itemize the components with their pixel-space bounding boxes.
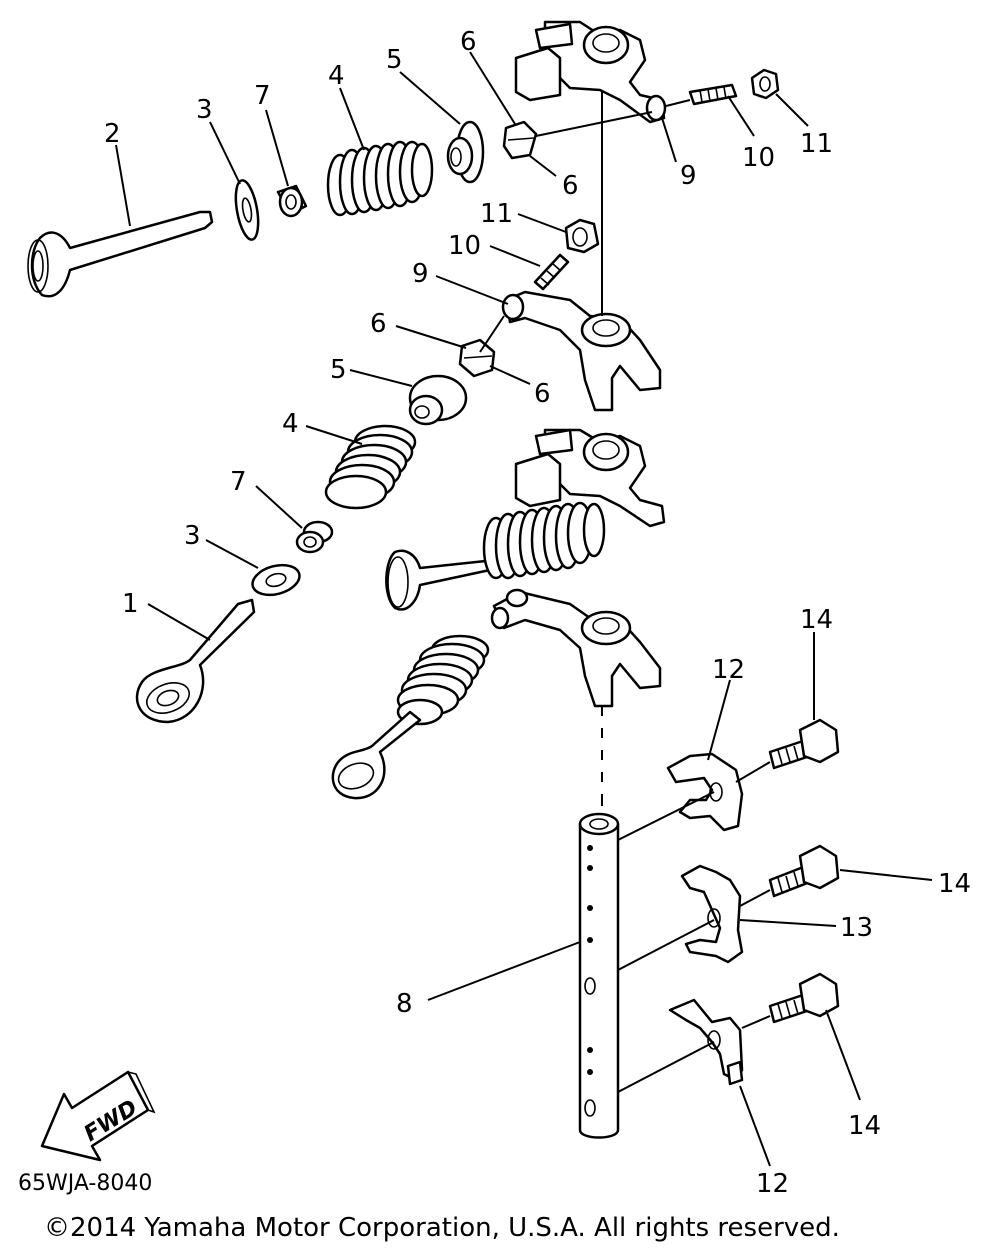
callout-9-upper: 9: [680, 161, 697, 191]
rocker-shaft-8: [578, 812, 620, 1139]
callout-12-lower: 12: [756, 1169, 789, 1199]
callout-4-middle: 4: [282, 409, 299, 439]
plate-13: [680, 864, 744, 964]
callout-10-middle: 10: [448, 231, 481, 261]
retainer-5-middle: [408, 374, 468, 426]
part-number: 65WJA-8040: [18, 1171, 152, 1196]
cotter-6-upper: [502, 120, 538, 160]
callout-5-middle: 5: [330, 355, 347, 385]
callout-1: 1: [122, 589, 139, 619]
callout-6-middle-b: 6: [534, 379, 551, 409]
rocker-arm-upper: [514, 20, 667, 124]
callout-10-upper: 10: [742, 143, 775, 173]
bolt-14-middle: [768, 844, 840, 898]
callout-12-upper: 12: [712, 655, 745, 685]
fwd-arrow: FWD: [40, 1070, 156, 1162]
adjust-screw-10-middle: [533, 253, 570, 291]
callout-6-upper-b: 6: [562, 171, 579, 201]
nut-11-upper: [750, 68, 780, 100]
callout-4-upper: 4: [328, 61, 345, 91]
collet-7-upper: [276, 184, 308, 218]
callout-7-middle: 7: [230, 467, 247, 497]
callout-14-lower: 14: [848, 1111, 881, 1141]
callout-11-middle: 11: [480, 199, 513, 229]
callout-14-middle: 14: [938, 869, 971, 899]
cotter-6-middle: [458, 338, 496, 378]
callout-numbers: 2 3 7 4 5 6 6 9 10 11 11 10 9 6 6 5 4 7 …: [104, 27, 971, 1199]
callout-6-upper-a: 6: [460, 27, 477, 57]
valve-spring-assembled-2: [331, 634, 490, 800]
valve-1: [135, 598, 256, 724]
spring-4-middle: [324, 424, 417, 510]
washer-3-middle: [251, 563, 301, 597]
callout-2: 2: [104, 119, 121, 149]
callout-13: 13: [840, 913, 873, 943]
callout-3-upper: 3: [196, 95, 213, 125]
bolt-14-upper: [768, 718, 840, 770]
washer-3-upper: [234, 179, 260, 241]
callout-3-middle: 3: [184, 521, 201, 551]
plate-12-lower: [668, 998, 744, 1086]
valve-2: [27, 210, 214, 298]
callout-14-upper: 14: [800, 605, 833, 635]
callout-5-upper: 5: [386, 45, 403, 75]
rocker-arm-middle: [501, 290, 662, 412]
alignment-lines: [479, 90, 771, 1093]
callout-9-middle: 9: [412, 259, 429, 289]
callout-8: 8: [396, 989, 413, 1019]
nut-11-middle: [564, 218, 600, 254]
bolt-14-lower: [768, 972, 840, 1024]
callout-6-middle-a: 6: [370, 309, 387, 339]
rocker-arm-assembled-2: [490, 588, 662, 708]
copyright-notice: ©2014 Yamaha Motor Corporation, U.S.A. A…: [44, 1213, 840, 1243]
callout-7-upper: 7: [254, 81, 271, 111]
rocker-arm-assembled-1: [514, 428, 666, 528]
collet-7-middle: [295, 520, 334, 554]
adjust-screw-10-upper: [688, 83, 738, 106]
plate-12-upper: [666, 752, 744, 832]
callout-11-upper: 11: [800, 129, 833, 159]
valve-spring-assembled-1: [385, 501, 606, 611]
leader-lines: [115, 51, 933, 1167]
retainer-5-upper: [446, 120, 485, 184]
spring-4-upper: [326, 140, 434, 217]
